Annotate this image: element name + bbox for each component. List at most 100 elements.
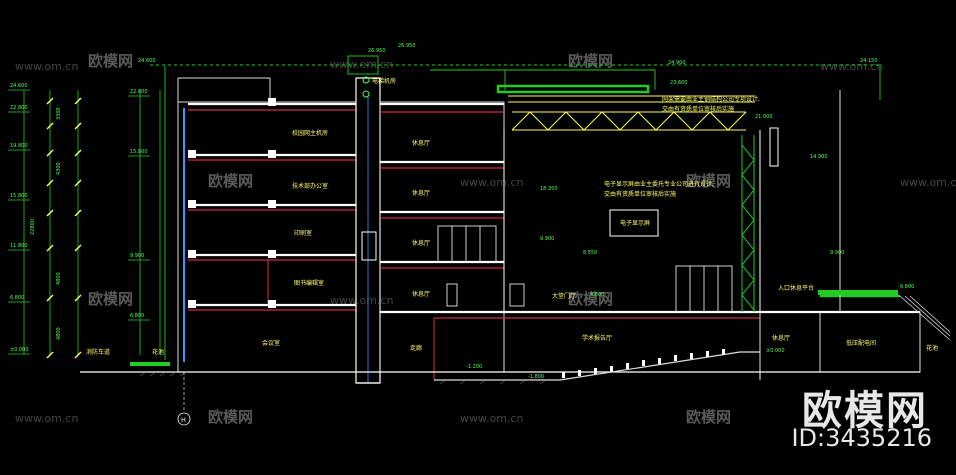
ground bbox=[80, 351, 920, 384]
elevation-label: 26.950 bbox=[398, 43, 416, 49]
elevation-label: 14.900 bbox=[810, 154, 828, 160]
dimension-label: 4800 bbox=[56, 327, 62, 340]
elevation-label: 22.800 bbox=[130, 89, 148, 95]
elevation-label: 6.800 bbox=[10, 295, 24, 301]
room-labels: 电梯机房 校园网主机房 技术部办公室 印刷室 图书编辑室 会议室 休息厅 休息厅… bbox=[86, 77, 938, 356]
watermark-brand: 欧模网 bbox=[88, 290, 133, 308]
watermark-brand: 欧模网 bbox=[208, 408, 253, 426]
room-label: 走廊 bbox=[410, 344, 422, 352]
elevation-label: 24.150 bbox=[860, 58, 878, 64]
room-label: 花池 bbox=[152, 348, 164, 356]
room-label: 花池 bbox=[926, 344, 938, 352]
atrium-frame bbox=[503, 127, 779, 380]
elevation-label: 6.800 bbox=[900, 284, 914, 290]
flower-bed-plants bbox=[130, 290, 898, 366]
left-dimension-ticks bbox=[46, 97, 82, 359]
left-elevation-labels: 24.600 22.800 19.800 15.800 11.800 6.800… bbox=[10, 83, 148, 353]
seating-marks bbox=[562, 349, 725, 378]
watermark-brand: 欧模网 bbox=[686, 408, 731, 426]
elevation-label: 6.800 bbox=[130, 313, 144, 319]
room-label: 低压配电间 bbox=[846, 339, 876, 347]
left-dimension-lines bbox=[23, 90, 161, 355]
elevation-label: 9.900 bbox=[540, 236, 554, 242]
room-label: 印刷室 bbox=[294, 229, 312, 237]
lower-elevation-labels: ±0.000 -1.200 -1.800 6.800 bbox=[466, 284, 914, 380]
center-doors bbox=[437, 225, 733, 313]
elevation-label: 22.800 bbox=[10, 105, 28, 111]
office-beams bbox=[188, 98, 276, 308]
roof-outline bbox=[150, 55, 881, 360]
center-ceiling-lines bbox=[380, 111, 760, 380]
watermark-brand: 欧模网 bbox=[208, 172, 253, 190]
watermark-url: www.om.cn bbox=[15, 412, 78, 425]
elevation-label: -1.200 bbox=[466, 364, 482, 370]
room-label: 学术报告厅 bbox=[582, 334, 612, 342]
note-text: 电子显示屏由业主委托专业公司进行设计, bbox=[604, 180, 714, 188]
room-label: 休息厅 bbox=[772, 334, 790, 342]
space-frame-roof bbox=[508, 95, 755, 131]
ground-hatch bbox=[139, 371, 547, 385]
dimension-label: 3300 bbox=[56, 107, 62, 120]
room-label: 休息厅 bbox=[412, 189, 430, 197]
left-elevation-marks bbox=[8, 89, 150, 355]
note-text: 交由有资质单位审核后实施 bbox=[662, 105, 734, 113]
watermark-url: www.om.cn bbox=[330, 58, 393, 71]
room-label: 大堂门厅 bbox=[552, 292, 576, 300]
room-label: 技术部办公室 bbox=[292, 182, 328, 190]
center-floor-slabs bbox=[380, 102, 760, 314]
top-elevation-labels: 26.950 26.950 24.600 24.900 23.600 24.15… bbox=[138, 43, 878, 298]
steel-truss bbox=[741, 135, 755, 312]
room-label: 图书编辑室 bbox=[294, 279, 324, 287]
axis-label: H bbox=[181, 416, 186, 424]
left-dimension-values: 22800 3300 4300 4800 4800 bbox=[30, 107, 62, 340]
elevation-label: 15.800 bbox=[10, 193, 28, 199]
room-label: 休息厅 bbox=[412, 139, 430, 147]
center-block bbox=[379, 101, 505, 373]
watermark-id: ID:3435216 bbox=[791, 424, 932, 452]
right-block bbox=[759, 90, 921, 373]
watermark-url: www.om.cn bbox=[820, 60, 883, 73]
room-label: 校园网主机房 bbox=[292, 129, 328, 137]
green-roof bbox=[496, 84, 900, 298]
room-label: 入口休息平台 bbox=[778, 284, 814, 292]
watermark-url: www.om.cn bbox=[900, 176, 956, 189]
design-notes: 网架需要由业主钢结构公司专项设计, 交由有资质单位审核后实施 电子显示屏由业主委… bbox=[604, 95, 760, 198]
dimension-label: 22800 bbox=[30, 219, 36, 235]
elevation-label: 26.950 bbox=[368, 48, 386, 54]
elevation-label: 11.800 bbox=[10, 243, 28, 249]
note-text: 网架需要由业主钢结构公司专项设计, bbox=[662, 95, 760, 103]
room-label: 休息厅 bbox=[412, 239, 430, 247]
room-label: 休息厅 bbox=[412, 290, 430, 298]
watermark-logo: 欧模网 bbox=[802, 388, 928, 434]
office-ceiling-lines bbox=[188, 109, 356, 311]
office-block bbox=[177, 77, 357, 373]
elevator-core bbox=[355, 76, 381, 384]
watermark-url: www.om.cn bbox=[460, 412, 523, 425]
room-label: 消防车道 bbox=[86, 348, 110, 356]
room-label: 电子显示屏 bbox=[620, 219, 650, 227]
watermark-brand: 欧模网 bbox=[686, 172, 731, 190]
watermark-brand: 欧模网 bbox=[568, 290, 613, 308]
elevation-label: 15.800 bbox=[130, 149, 148, 155]
elevation-label: 4.800 bbox=[590, 292, 604, 298]
elevation-label: 9.900 bbox=[130, 253, 144, 259]
room-label: 电梯机房 bbox=[372, 77, 396, 85]
elevation-label: -1.800 bbox=[528, 374, 544, 380]
watermark-brand: 欧模网 bbox=[568, 52, 613, 70]
dimension-label: 4800 bbox=[56, 272, 62, 285]
elevation-label: 24.900 bbox=[668, 60, 686, 66]
elevation-label: 9.900 bbox=[830, 250, 844, 256]
elevation-label: ±0.000 bbox=[10, 347, 29, 353]
elevation-label: 24.600 bbox=[138, 58, 156, 64]
elevation-label: ±0.000 bbox=[766, 348, 785, 354]
axis-bubble: H bbox=[177, 372, 191, 426]
elevation-label: 18.350 bbox=[540, 186, 558, 192]
watermark-url: www.om.cn bbox=[330, 294, 393, 307]
room-label: 会议室 bbox=[262, 339, 280, 347]
note-text: 交由有资质单位审核后实施 bbox=[604, 190, 676, 198]
elevation-label: 8.550 bbox=[583, 250, 597, 256]
dimension-label: 4300 bbox=[56, 162, 62, 175]
watermark-layer: 欧模网 欧模网 www.om.cn www.om.cn www.om.cn 欧模… bbox=[15, 52, 956, 426]
watermark-url: www.om.cn bbox=[15, 60, 78, 73]
